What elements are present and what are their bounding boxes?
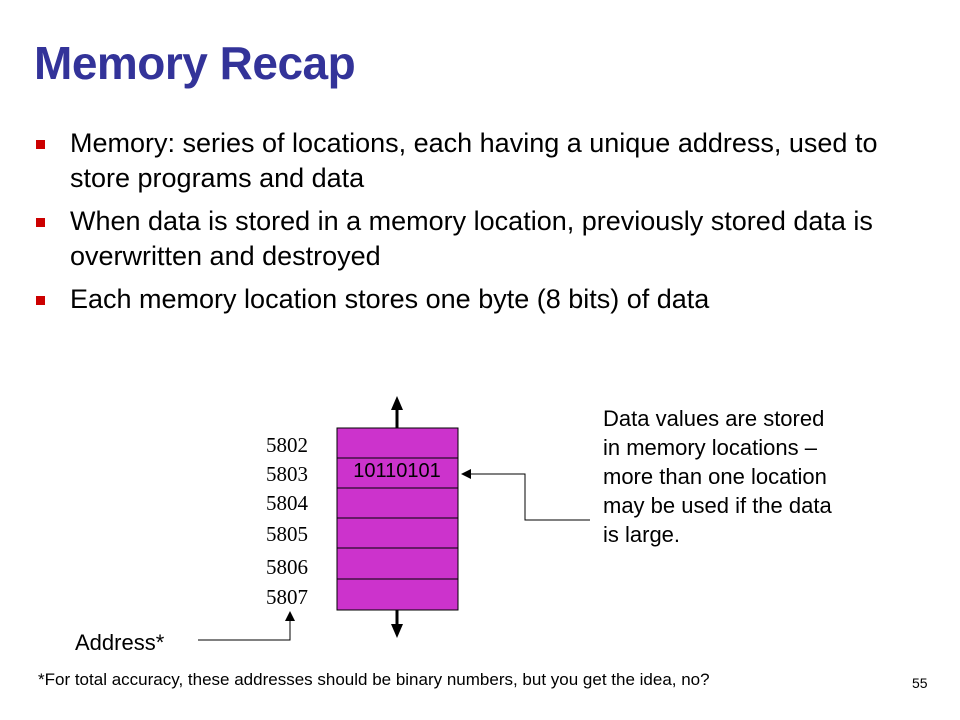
memory-address: 5807 [266, 585, 308, 609]
memory-cell [336, 547, 459, 580]
memory-cell [336, 487, 459, 519]
memory-cell-value: 10110101 [353, 460, 441, 482]
bullet-text: Memory: series of locations, each having… [70, 128, 878, 193]
memory-address: 5805 [266, 522, 308, 546]
bullet-item: When data is stored in a memory location… [36, 204, 936, 274]
memory-cell [336, 427, 459, 459]
memory-address: 5802 [266, 433, 308, 457]
footnote: *For total accuracy, these addresses sho… [38, 670, 710, 689]
address-label: Address* [75, 630, 165, 655]
bullet-text: When data is stored in a memory location… [70, 206, 873, 271]
data-values-note: Data values are stored in memory locatio… [603, 406, 832, 547]
bullet-square-icon [36, 296, 45, 305]
bullet-list: Memory: series of locations, each having… [36, 126, 936, 325]
memory-address: 5806 [266, 555, 308, 579]
memory-address: 5804 [266, 491, 308, 515]
address-connector-line [198, 611, 295, 641]
down-arrowhead-icon [391, 624, 403, 638]
bullet-item: Memory: series of locations, each having… [36, 126, 936, 196]
memory-cell [336, 517, 459, 549]
page-number: 55 [912, 675, 928, 691]
note-connector-line [461, 469, 590, 521]
memory-address: 5803 [266, 462, 308, 486]
memory-cell [336, 578, 459, 611]
bullet-square-icon [36, 218, 45, 227]
bullet-text: Each memory location stores one byte (8 … [70, 284, 710, 314]
memory-cell [336, 457, 459, 489]
bullet-square-icon [36, 140, 45, 149]
slide-title: Memory Recap [34, 37, 356, 89]
bullet-item: Each memory location stores one byte (8 … [36, 282, 936, 317]
up-arrowhead-icon [391, 396, 403, 410]
